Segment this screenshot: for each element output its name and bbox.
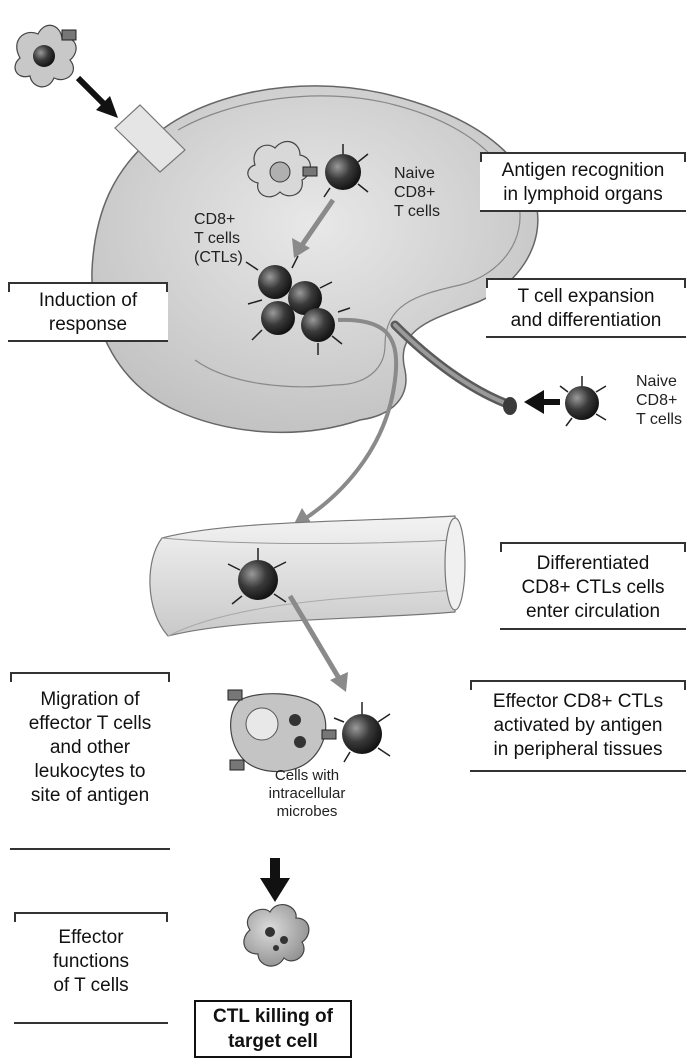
label-line: T cells xyxy=(636,410,692,429)
effector-ctl-icon xyxy=(334,702,390,762)
label-line: CD8+ xyxy=(394,183,464,202)
box-line: Effector xyxy=(14,926,168,950)
box-line: Differentiated xyxy=(500,552,686,576)
box-effector-activated: Effector CD8+ CTLs activated by antigen … xyxy=(470,680,686,772)
label-line: Naive xyxy=(394,164,464,183)
box-line: enter circulation xyxy=(500,600,686,624)
label-line: T cells xyxy=(394,202,464,221)
box-line: target cell xyxy=(196,1029,350,1054)
box-line: CD8+ CTLs cells xyxy=(500,576,686,600)
box-line: and differentiation xyxy=(486,309,686,333)
box-line: site of antigen xyxy=(10,784,170,808)
blood-vessel xyxy=(150,516,465,636)
label-line: (CTLs) xyxy=(194,248,264,267)
label-naive-top: Naive CD8+ T cells xyxy=(394,164,464,221)
lymph-node xyxy=(92,86,538,432)
vessel-opening xyxy=(503,397,517,415)
box-line: of T cells xyxy=(14,974,168,998)
box-migration: Migration of effector T cells and other … xyxy=(10,672,170,850)
naive-t-cell-icon-right xyxy=(560,376,606,426)
box-line: T cell expansion xyxy=(486,285,686,309)
box-line: effector T cells xyxy=(10,712,170,736)
infected-cell-icon xyxy=(228,690,336,772)
box-line: response xyxy=(8,313,168,337)
label-line: Cells with xyxy=(252,767,362,785)
label-ctls: CD8+ T cells (CTLs) xyxy=(194,210,264,267)
label-line: T cells xyxy=(194,229,264,248)
box-expansion: T cell expansion and differentiation xyxy=(486,278,686,338)
box-line: Antigen recognition xyxy=(480,159,686,183)
box-line: leukocytes to xyxy=(10,760,170,784)
label-line: intracellular xyxy=(252,785,362,803)
label-line: CD8+ xyxy=(636,391,692,410)
box-line: in peripheral tissues xyxy=(470,738,686,762)
box-antigen-recognition: Antigen recognition in lymphoid organs xyxy=(480,152,686,212)
box-ctl-killing: CTL killing of target cell xyxy=(194,1000,352,1058)
box-line: Migration of xyxy=(10,688,170,712)
dendritic-cell-icon xyxy=(15,25,76,87)
label-cells-with-microbes: Cells with intracellular microbes xyxy=(252,767,362,821)
dying-target-cell-icon xyxy=(244,905,309,967)
label-line: CD8+ xyxy=(194,210,264,229)
box-differentiated: Differentiated CD8+ CTLs cells enter cir… xyxy=(500,542,686,630)
box-line: functions xyxy=(14,950,168,974)
label-line: Naive xyxy=(636,372,692,391)
label-naive-right: Naive CD8+ T cells xyxy=(636,372,692,429)
box-line: and other xyxy=(10,736,170,760)
box-induction: Induction of response xyxy=(8,282,168,342)
label-line: microbes xyxy=(252,803,362,821)
box-line: in lymphoid organs xyxy=(480,183,686,207)
box-line: Effector CD8+ CTLs xyxy=(470,690,686,714)
box-line: Induction of xyxy=(8,289,168,313)
box-line: activated by antigen xyxy=(470,714,686,738)
box-effector-functions: Effector functions of T cells xyxy=(14,912,168,1024)
box-line: CTL killing of xyxy=(196,1004,350,1029)
